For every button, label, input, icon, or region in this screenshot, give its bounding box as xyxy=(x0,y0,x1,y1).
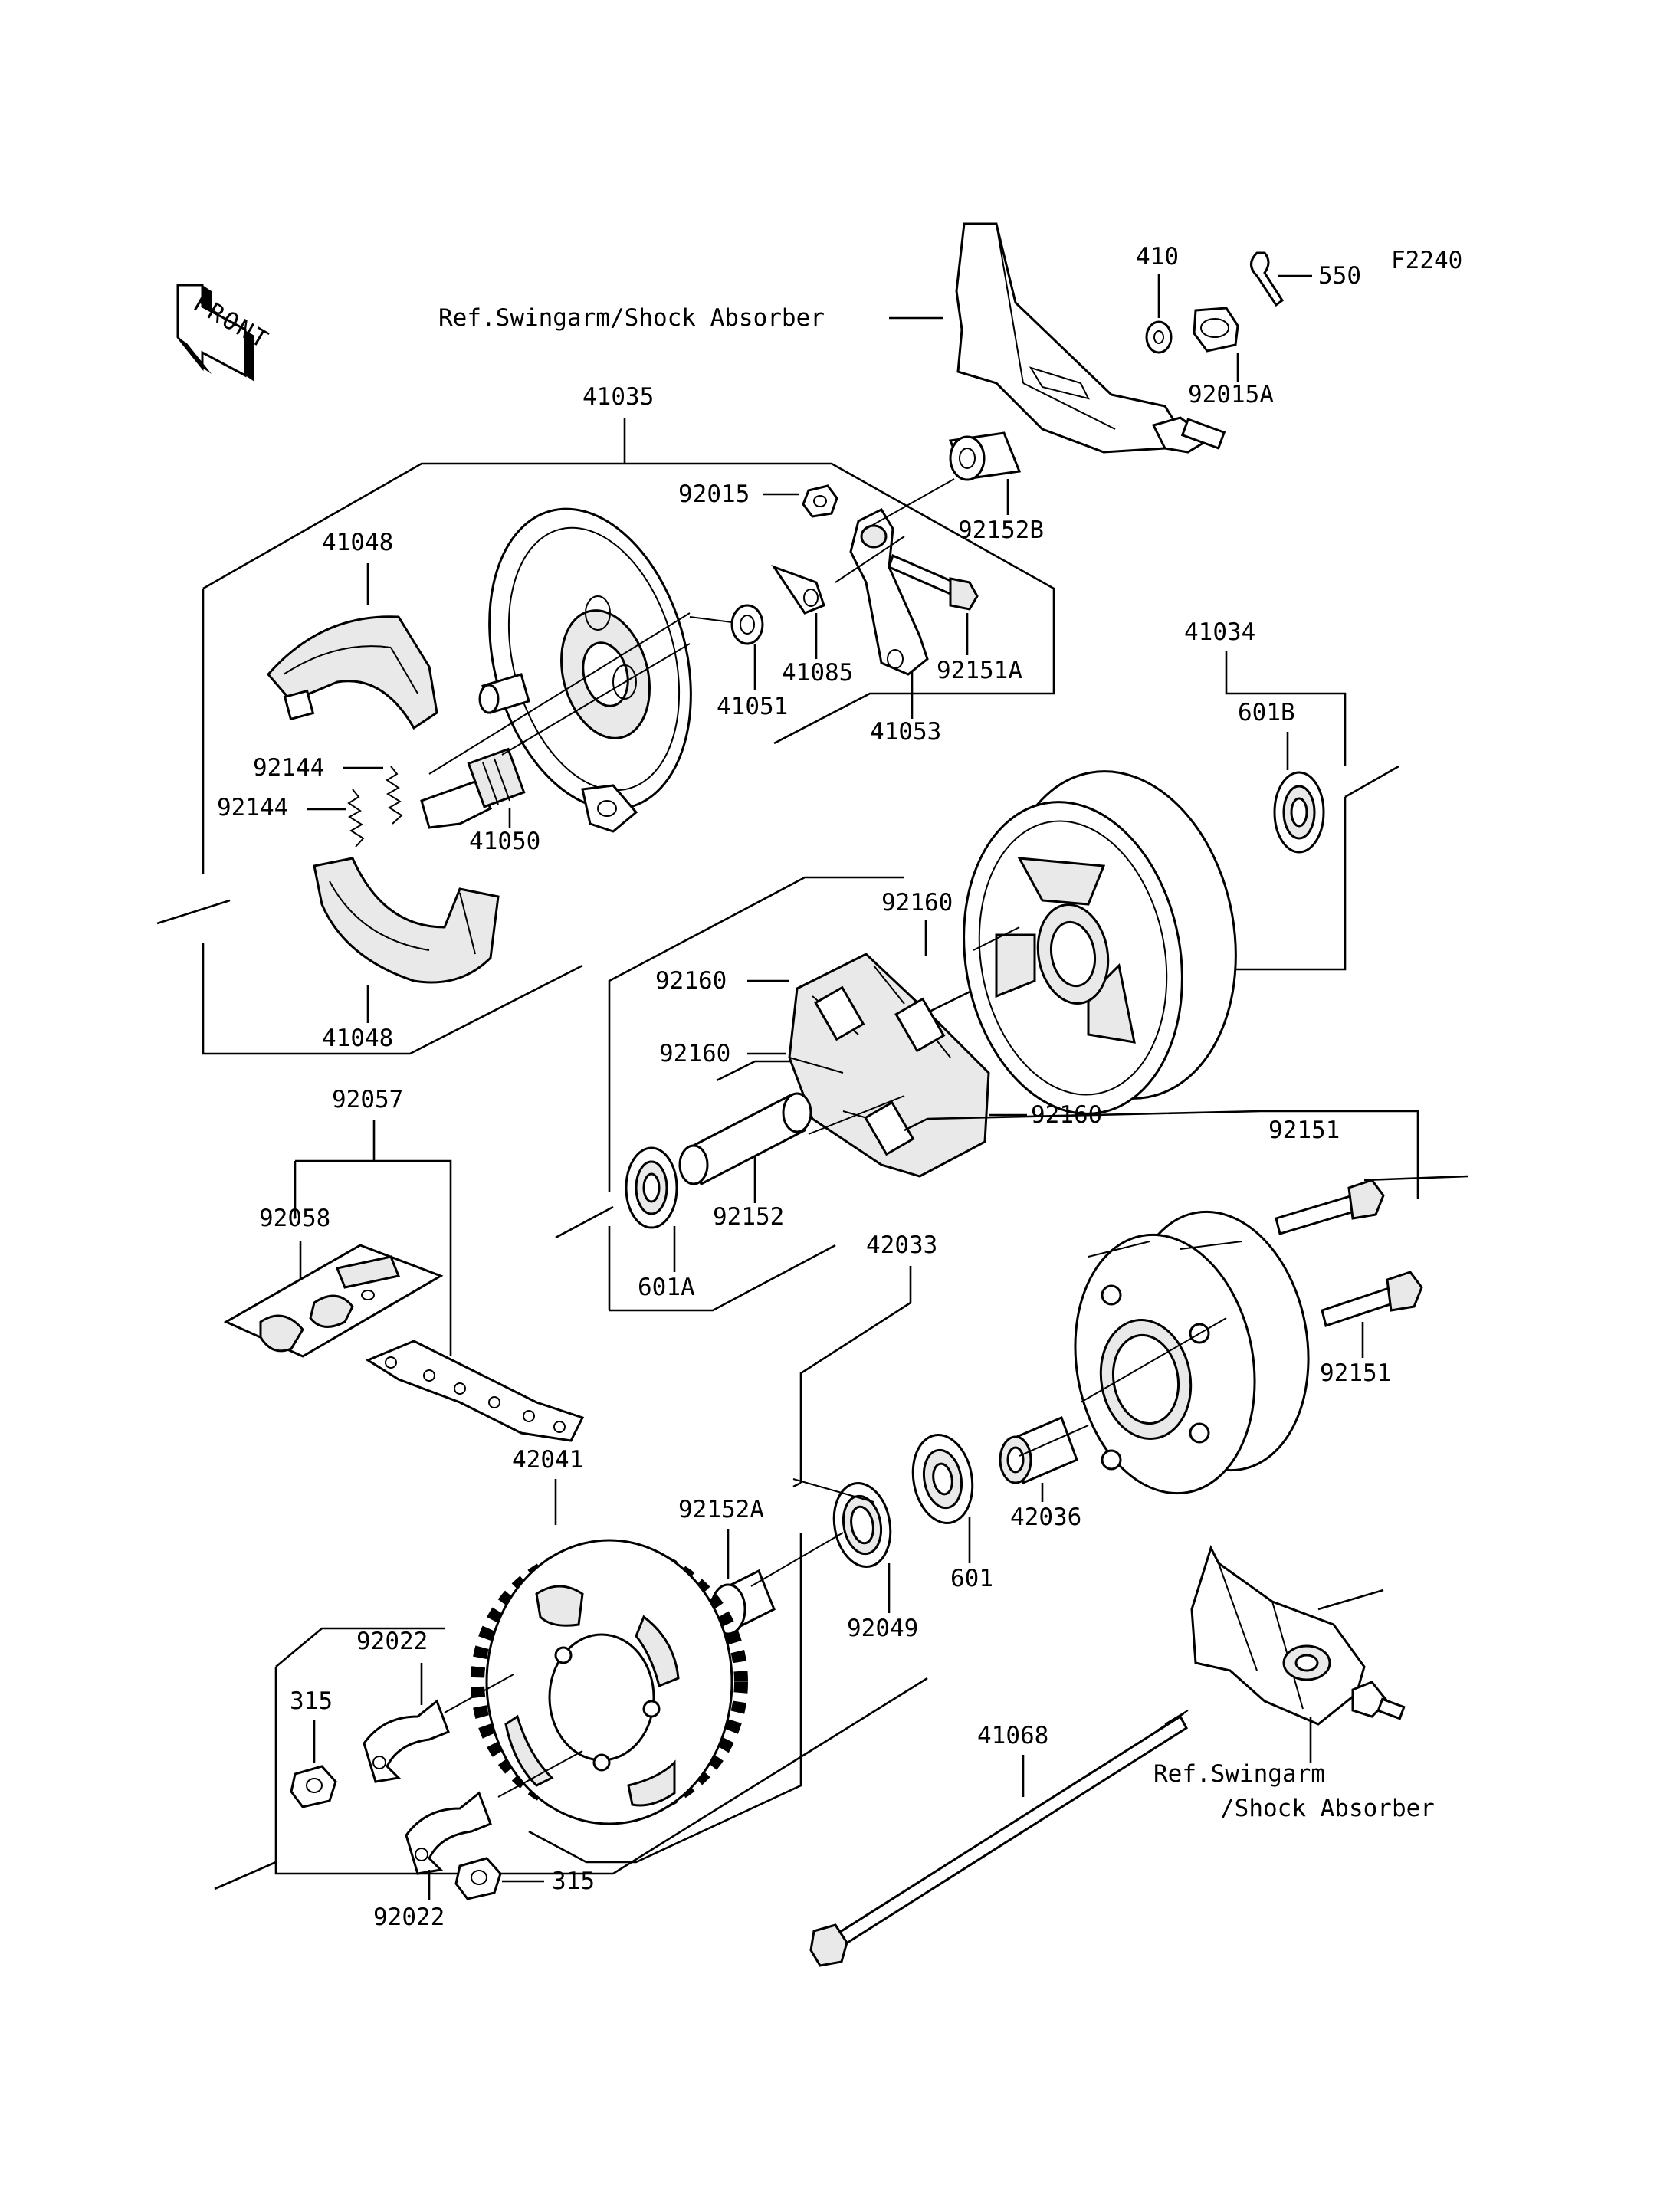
ref-swingarm-bottom-line2: /Shock Absorber xyxy=(1220,1795,1435,1822)
brake-shoe-41048-top: 41048 xyxy=(267,529,438,730)
bolt-92151-b: 92151 xyxy=(1320,1271,1423,1387)
axle-41068: 41068 xyxy=(809,1710,1189,1967)
label-42041: 42041 xyxy=(512,1446,583,1474)
brake-shoe-41048-bottom: 41048 xyxy=(313,857,500,1052)
label-41050: 41050 xyxy=(469,828,540,855)
label-92058: 92058 xyxy=(259,1205,330,1232)
label-92152B: 92152B xyxy=(958,516,1044,544)
label-92160-a: 92160 xyxy=(881,889,953,917)
label-92057: 92057 xyxy=(332,1086,403,1113)
brake-cam-41050: 41050 xyxy=(420,747,540,855)
swingarm-reference-bottom: Ref.Swingarm /Shock Absorber xyxy=(1153,1545,1435,1822)
lock-washer-92022-b: 92022 xyxy=(373,1791,492,1931)
label-41051: 41051 xyxy=(717,693,788,720)
label-92022-a: 92022 xyxy=(356,1628,428,1655)
label-550: 550 xyxy=(1318,262,1361,290)
label-92152A: 92152A xyxy=(678,1496,764,1523)
label-601: 601 xyxy=(950,1565,993,1592)
spring-92144-b: 92144 xyxy=(217,789,365,848)
brake-panel xyxy=(478,507,692,833)
label-92151A: 92151A xyxy=(937,657,1022,684)
label-601B: 601B xyxy=(1238,699,1295,726)
sprocket-hub xyxy=(1074,1210,1310,1495)
ref-swingarm-bottom-line1: Ref.Swingarm xyxy=(1153,1760,1325,1788)
collar-42036: 42036 xyxy=(999,1415,1081,1531)
label-41068: 41068 xyxy=(977,1722,1048,1749)
master-link-92058 xyxy=(223,1244,444,1358)
label-41053: 41053 xyxy=(870,718,941,746)
label-92160-c: 92160 xyxy=(659,1040,730,1067)
swingarm-reference-top: Ref.Swingarm/Shock Absorber xyxy=(438,222,1226,454)
front-arrow-icon: FRONT xyxy=(176,284,274,382)
label-92151-b: 92151 xyxy=(1320,1359,1391,1387)
sprocket-42041: 42041 xyxy=(471,1446,748,1825)
label-92015A: 92015A xyxy=(1188,381,1274,408)
bolt-92151A: 92151A xyxy=(888,553,1022,684)
chain-group-92057: 92057 92058 xyxy=(259,1086,452,1356)
guide-lines xyxy=(428,536,1227,1798)
brake-arm-41053: 41053 xyxy=(849,508,941,746)
bearing-601A: 601A xyxy=(555,1146,695,1301)
brake-panel-group-41035: 41035 xyxy=(156,383,1055,1055)
bearing-601B: 601B xyxy=(1238,699,1325,854)
label-315-a: 315 xyxy=(290,1687,333,1715)
label-92152: 92152 xyxy=(713,1203,784,1231)
label-92022-b: 92022 xyxy=(373,1904,445,1931)
nut-315-b: 315 xyxy=(454,1857,595,1900)
drive-chain xyxy=(365,1340,585,1442)
sprocket-fastener-group xyxy=(214,1627,928,1890)
nut-92015: 92015 xyxy=(678,480,838,518)
label-92151-a: 92151 xyxy=(1268,1117,1340,1144)
washer-41051: 41051 xyxy=(689,604,788,720)
figure-code: F2240 xyxy=(1391,247,1462,274)
sprocket-hub-group-42033: 42033 xyxy=(528,1110,1468,1864)
label-41048-bottom: 41048 xyxy=(322,1025,393,1052)
label-41034: 41034 xyxy=(1184,618,1255,646)
oil-seal-92049: 92049 xyxy=(832,1481,918,1642)
label-42036: 42036 xyxy=(1010,1503,1081,1531)
bolt-92151-a: 92151 xyxy=(1268,1117,1385,1235)
collar-92152A: 92152A xyxy=(678,1496,776,1635)
washer-410: 410 xyxy=(1136,243,1179,354)
collar-92152: 92152 xyxy=(678,1092,812,1231)
label-92015: 92015 xyxy=(678,480,750,508)
wheel-hub xyxy=(963,770,1237,1115)
indicator-plate-41085: 41085 xyxy=(771,565,853,687)
lock-washer-92022-a: 92022 xyxy=(356,1628,450,1783)
label-41035: 41035 xyxy=(582,383,654,411)
spring-92144-a: 92144 xyxy=(253,754,403,825)
label-41048-top: 41048 xyxy=(322,529,393,556)
label-92049: 92049 xyxy=(847,1615,918,1642)
label-410: 410 xyxy=(1136,243,1179,271)
bearing-601: 601 xyxy=(911,1434,993,1592)
castle-nut-92015A: 92015A xyxy=(1188,307,1274,408)
label-42033: 42033 xyxy=(866,1231,937,1259)
label-92160-b: 92160 xyxy=(655,967,727,995)
label-92144-a: 92144 xyxy=(253,754,324,782)
collar-92152B: 92152B xyxy=(865,431,1044,544)
ref-swingarm-top: Ref.Swingarm/Shock Absorber xyxy=(438,304,825,332)
label-41085: 41085 xyxy=(782,659,853,687)
nut-315-a: 315 xyxy=(290,1687,337,1808)
cotter-pin-550: 550 xyxy=(1250,251,1361,307)
label-92144-b: 92144 xyxy=(217,794,288,821)
label-315-b: 315 xyxy=(552,1867,595,1895)
label-601A: 601A xyxy=(638,1274,695,1301)
